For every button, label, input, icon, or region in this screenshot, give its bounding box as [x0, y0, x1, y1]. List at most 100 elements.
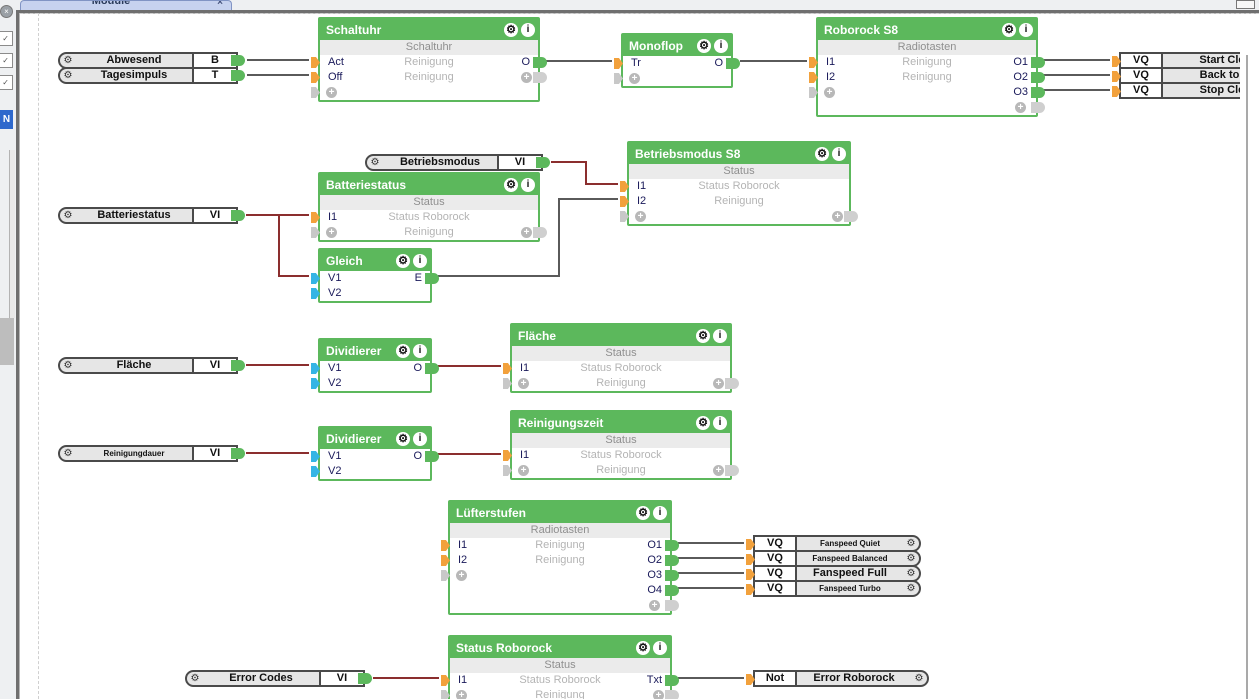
add-input-button[interactable]: +: [518, 378, 529, 389]
info-icon[interactable]: i: [713, 415, 727, 430]
output-connector[interactable]: [231, 70, 245, 81]
input-connector-unused[interactable]: [311, 227, 320, 238]
input-connector[interactable]: [311, 363, 320, 374]
input-connector[interactable]: [441, 540, 450, 551]
add-output-button[interactable]: +: [713, 465, 724, 476]
output-connector[interactable]: [665, 570, 679, 581]
info-icon[interactable]: i: [413, 343, 427, 358]
wire[interactable]: [438, 365, 501, 367]
input-connector-unused[interactable]: [809, 87, 818, 98]
function-block-monoflop[interactable]: Monoflop ⚙ i Tr O +: [614, 33, 740, 88]
wire[interactable]: [278, 214, 280, 277]
add-output-button[interactable]: +: [521, 227, 532, 238]
add-input-button[interactable]: +: [635, 211, 646, 222]
input-connector[interactable]: [620, 196, 629, 207]
function-block-dividierer-1[interactable]: Dividierer ⚙ i V1 O V2: [311, 338, 439, 393]
add-input-button[interactable]: +: [456, 570, 467, 581]
output-connector[interactable]: [1031, 72, 1045, 83]
gear-icon[interactable]: ⚙: [906, 538, 916, 549]
info-icon[interactable]: i: [413, 431, 427, 446]
gear-icon[interactable]: ⚙: [63, 360, 73, 371]
virtual-input-flaeche[interactable]: ⚙ Fläche VI: [58, 357, 245, 374]
input-connector[interactable]: [1112, 71, 1121, 82]
output-connector-unused[interactable]: [533, 72, 547, 83]
wire[interactable]: [678, 542, 744, 544]
add-input-button[interactable]: +: [326, 87, 337, 98]
info-icon[interactable]: i: [521, 177, 535, 192]
add-output-button[interactable]: +: [521, 72, 532, 83]
output-connector[interactable]: [231, 210, 245, 221]
gear-icon[interactable]: ⚙: [396, 431, 410, 446]
add-input-button[interactable]: +: [518, 465, 529, 476]
output-connector[interactable]: [1031, 57, 1045, 68]
function-block-betriebsmodus-s8[interactable]: Betriebsmodus S8 ⚙ i Status I1 Status Ro…: [620, 141, 858, 226]
input-connector[interactable]: [441, 555, 450, 566]
add-input-button[interactable]: +: [824, 87, 835, 98]
function-block-luefterstufen[interactable]: Lüfterstufen ⚙ i Radiotasten I1 Reinigun…: [441, 500, 679, 615]
tab-close-icon[interactable]: ×: [217, 0, 223, 8]
wire[interactable]: [678, 677, 744, 679]
dropdown-partial[interactable]: ✓: [0, 75, 13, 90]
input-connector[interactable]: [809, 57, 818, 68]
wire[interactable]: [246, 364, 309, 366]
output-connector-unused[interactable]: [665, 600, 679, 611]
dropdown-partial[interactable]: ✓: [0, 31, 13, 46]
input-connector[interactable]: [614, 58, 623, 69]
gear-icon[interactable]: ⚙: [697, 38, 711, 53]
input-connector[interactable]: [620, 181, 629, 192]
input-connector[interactable]: [746, 584, 755, 595]
output-connector-unused[interactable]: [665, 690, 679, 699]
input-connector-unused[interactable]: [441, 690, 450, 699]
wire[interactable]: [558, 198, 560, 277]
function-block-reinigungszeit[interactable]: Reinigungszeit ⚙ i Status I1 Status Robo…: [503, 410, 739, 480]
wire[interactable]: [246, 452, 309, 454]
wire[interactable]: [373, 677, 439, 679]
input-connector[interactable]: [311, 212, 320, 223]
info-icon[interactable]: i: [653, 505, 667, 520]
wire[interactable]: [558, 198, 618, 200]
output-connector[interactable]: [665, 555, 679, 566]
output-connector-unused[interactable]: [725, 378, 739, 389]
output-connector[interactable]: [1031, 87, 1045, 98]
info-icon[interactable]: i: [521, 22, 535, 37]
info-icon[interactable]: i: [1019, 22, 1033, 37]
output-connector[interactable]: [425, 363, 439, 374]
add-output-button[interactable]: +: [832, 211, 843, 222]
wire[interactable]: [678, 587, 744, 589]
function-block-batteriestatus[interactable]: Batteriestatus ⚙ i Status I1 Status Robo…: [311, 172, 547, 242]
info-icon[interactable]: i: [653, 640, 667, 655]
output-connector[interactable]: [533, 57, 547, 68]
output-connector-unused[interactable]: [844, 211, 858, 222]
add-output-button[interactable]: +: [713, 378, 724, 389]
input-connector[interactable]: [503, 363, 512, 374]
gear-icon[interactable]: ⚙: [914, 673, 924, 684]
input-connector[interactable]: [311, 466, 320, 477]
input-connector[interactable]: [746, 539, 755, 550]
wire[interactable]: [438, 453, 501, 455]
input-connector[interactable]: [311, 378, 320, 389]
gear-icon[interactable]: ⚙: [815, 146, 829, 161]
input-connector-unused[interactable]: [503, 378, 512, 389]
input-connector[interactable]: [746, 569, 755, 580]
gear-icon[interactable]: ⚙: [696, 415, 710, 430]
gear-icon[interactable]: ⚙: [190, 673, 200, 684]
output-connector[interactable]: [425, 451, 439, 462]
input-connector[interactable]: [1112, 86, 1121, 97]
input-connector-unused[interactable]: [620, 211, 629, 222]
output-connector[interactable]: [536, 157, 550, 168]
input-connector[interactable]: [809, 72, 818, 83]
input-connector[interactable]: [311, 273, 320, 284]
wire[interactable]: [247, 74, 309, 76]
input-connector[interactable]: [441, 675, 450, 686]
gear-icon[interactable]: ⚙: [636, 640, 650, 655]
function-block-schaltuhr[interactable]: Schaltuhr ⚙ i Schaltuhr Act Reinigung O …: [311, 17, 547, 102]
virtual-input-tagesimpuls[interactable]: ⚙ Tagesimpuls T: [58, 67, 245, 84]
virtual-output-error-roborock[interactable]: Not Error Roborock ⚙: [746, 670, 929, 687]
output-connector[interactable]: [665, 585, 679, 596]
wire[interactable]: [438, 275, 558, 277]
gear-icon[interactable]: ⚙: [63, 70, 73, 81]
output-connector-unused[interactable]: [725, 465, 739, 476]
add-output-button[interactable]: +: [653, 690, 664, 699]
output-connector[interactable]: [665, 540, 679, 551]
partial-blue-button[interactable]: N: [0, 110, 13, 129]
